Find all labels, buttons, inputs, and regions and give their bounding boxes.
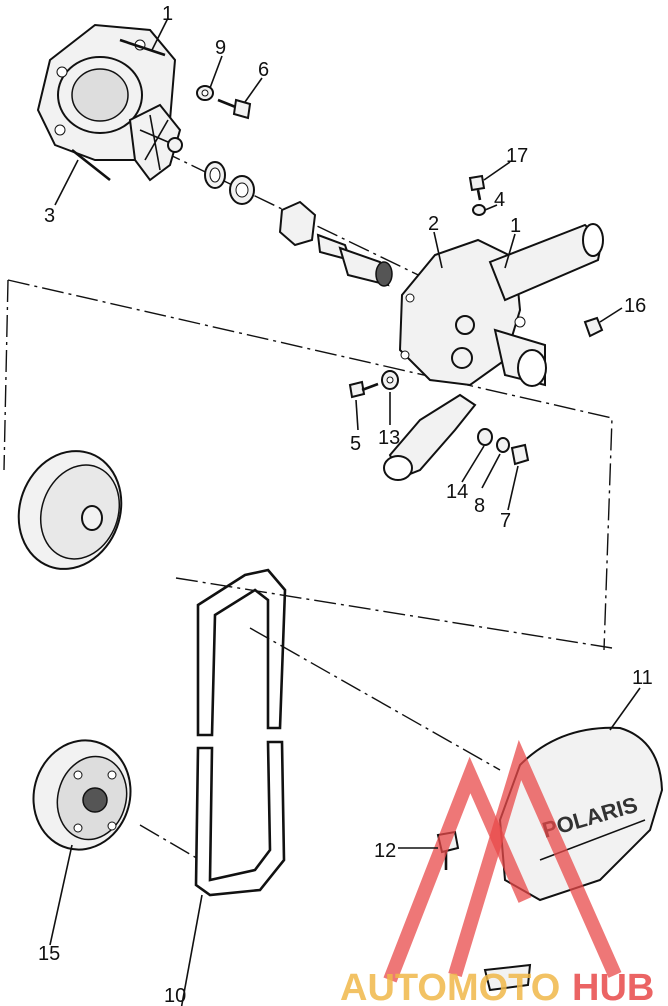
callout-13: 13 <box>378 427 400 449</box>
pump-body <box>383 223 604 481</box>
callout-labels: 1 9 6 3 17 4 2 1 16 5 13 14 8 7 11 12 15… <box>38 3 653 1006</box>
shaft-seals <box>204 161 255 205</box>
callout-16: 16 <box>624 295 646 317</box>
impeller <box>128 103 183 182</box>
callout-9: 9 <box>215 37 226 59</box>
callout-10: 10 <box>164 985 186 1006</box>
watermark-logo <box>383 739 622 983</box>
lockwasher-8 <box>496 437 510 453</box>
callout-1-body: 1 <box>510 215 521 237</box>
callout-2: 2 <box>428 213 439 235</box>
callout-11: 11 <box>632 667 653 689</box>
callout-1-top: 1 <box>162 3 173 25</box>
callout-15: 15 <box>38 943 60 965</box>
stud-bolts <box>71 38 166 182</box>
pump-pulley <box>17 450 123 570</box>
watermark-text-1: AUTOMOTO <box>340 967 560 1006</box>
callout-5: 5 <box>350 433 361 455</box>
callout-17: 17 <box>506 145 528 167</box>
callout-7: 7 <box>500 510 511 532</box>
watermark-text-2: HUB <box>572 967 654 1006</box>
bolt-5 <box>348 380 379 399</box>
callout-8: 8 <box>474 495 485 517</box>
washer-9 <box>196 85 214 101</box>
callout-6: 6 <box>258 59 269 81</box>
nut-7 <box>510 443 530 466</box>
belt-cover-11: POLARIS <box>483 726 664 992</box>
callout-4: 4 <box>494 189 505 211</box>
nut-16 <box>583 316 604 338</box>
bolt-6 <box>217 98 252 120</box>
bearing <box>278 200 317 247</box>
washer-14 <box>477 428 493 446</box>
washer-13 <box>381 370 399 390</box>
callout-14: 14 <box>446 481 468 503</box>
washer-4 <box>472 204 486 216</box>
callout-3: 3 <box>44 205 55 227</box>
pump-shaft <box>316 233 393 287</box>
leader-lines <box>49 17 641 1006</box>
drive-pulley-15 <box>32 739 132 851</box>
bolt-17 <box>468 174 486 201</box>
callout-12: 12 <box>374 840 396 862</box>
drive-belt-10 <box>194 568 287 897</box>
